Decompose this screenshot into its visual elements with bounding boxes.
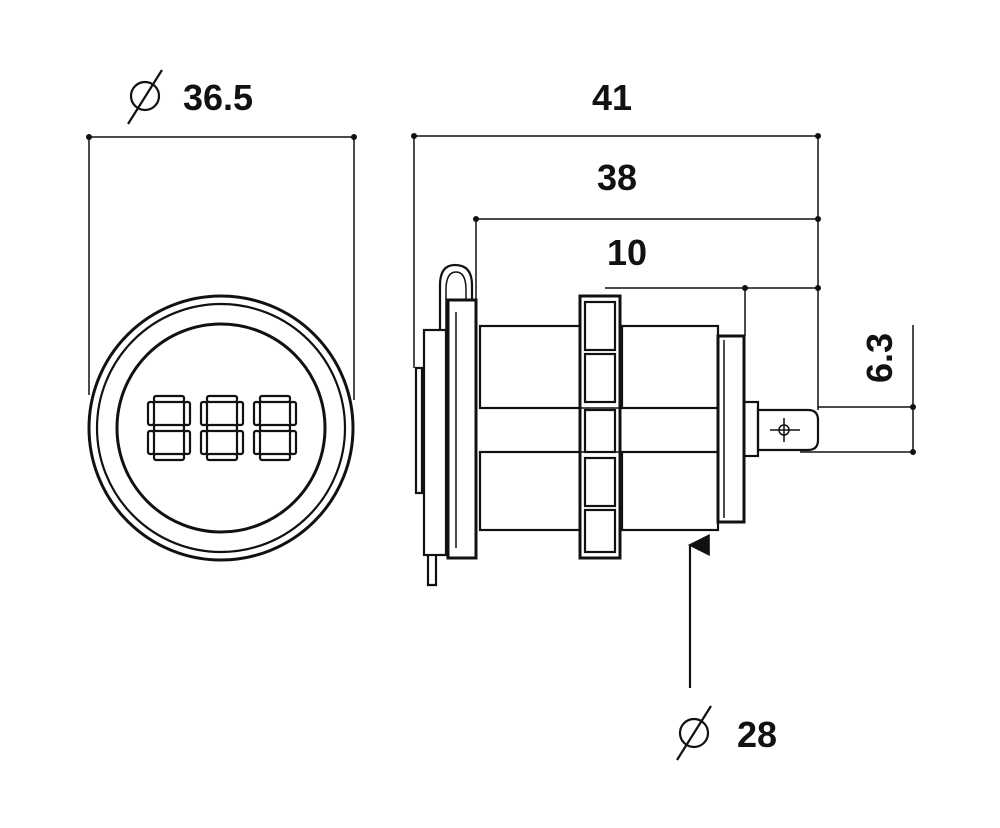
front-diameter-dimension: 36.5 — [86, 69, 357, 400]
terminal-width-value: 6.3 — [859, 333, 900, 383]
display-window-ring — [115, 322, 327, 534]
front-view: 36.5 — [86, 69, 357, 562]
display-digit — [146, 394, 192, 462]
display-segment — [152, 452, 186, 462]
display-segment — [288, 429, 298, 456]
display-segment — [199, 400, 209, 427]
display-segment — [152, 394, 186, 404]
display-segment — [182, 400, 192, 427]
display-segment — [258, 423, 292, 433]
diameter-symbol-icon — [676, 705, 712, 761]
outer-bezel-ring — [87, 294, 355, 562]
display-segment — [205, 452, 239, 462]
terminal-width-dimension: 6.3 — [800, 325, 916, 455]
overall-length-dimension: 41 — [411, 77, 821, 410]
front-diameter-value: 36.5 — [183, 77, 253, 118]
display-segment — [288, 400, 298, 427]
display-segment — [258, 394, 292, 404]
display-segment — [146, 429, 156, 456]
body-length-dimension: 38 — [473, 157, 821, 300]
display-segment — [235, 400, 245, 427]
seven-segment-display — [146, 394, 298, 462]
thread-diameter-value: 28 — [737, 714, 777, 755]
display-segment — [152, 423, 186, 433]
display-segment — [199, 429, 209, 456]
display-segment — [252, 400, 262, 427]
mounting-flange — [414, 263, 478, 587]
inner-bezel-ring — [95, 302, 347, 554]
terminal-length-dimension: 10 — [605, 232, 821, 336]
overall-length-value: 41 — [592, 77, 632, 118]
display-segment — [258, 452, 292, 462]
display-segment — [205, 423, 239, 433]
display-segment — [235, 429, 245, 456]
display-digit — [199, 394, 245, 462]
display-segment — [205, 394, 239, 404]
body-length-value: 38 — [597, 157, 637, 198]
hex-nut — [578, 294, 622, 560]
terminal-length-value: 10 — [607, 232, 647, 273]
display-segment — [146, 400, 156, 427]
spade-terminal — [742, 400, 820, 458]
display-segment — [252, 429, 262, 456]
diameter-symbol-icon — [127, 69, 163, 125]
display-segment — [182, 429, 192, 456]
side-view: 41 38 10 6.3 — [411, 77, 916, 761]
thread-diameter-callout: 28 — [676, 534, 777, 761]
display-digit — [252, 394, 298, 462]
rear-cap — [716, 334, 746, 524]
threaded-body — [478, 324, 720, 532]
